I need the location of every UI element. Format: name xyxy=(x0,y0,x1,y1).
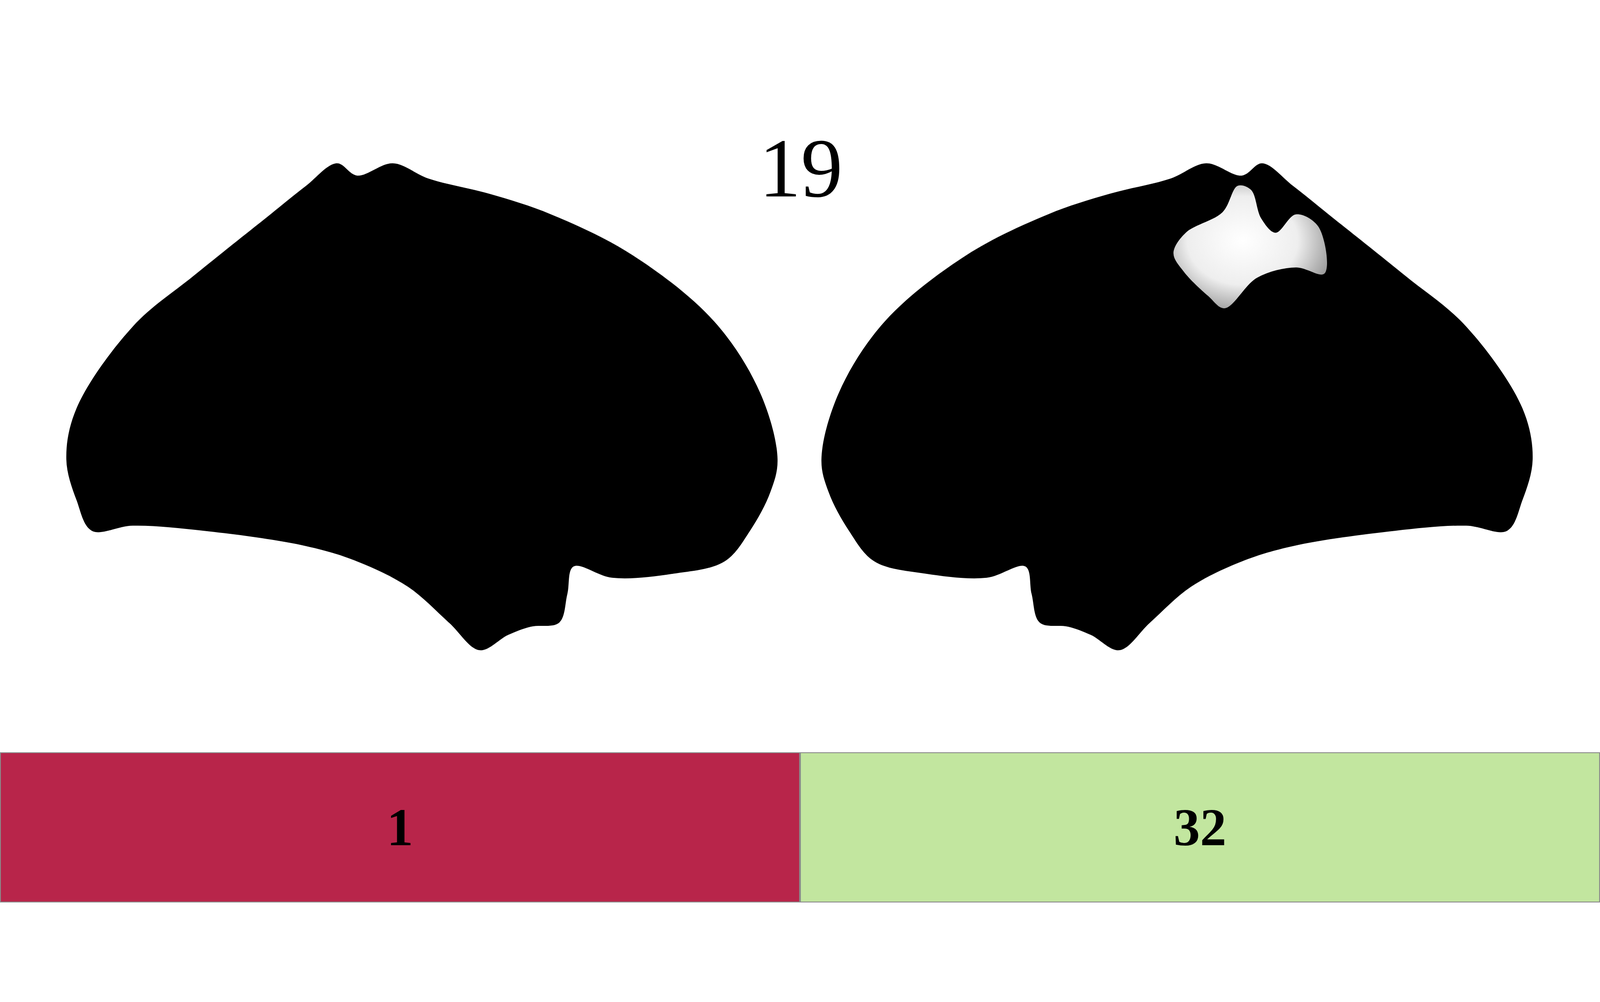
left-hemisphere xyxy=(66,163,778,651)
right-hemisphere xyxy=(821,163,1533,651)
color-bar: 32 xyxy=(800,752,1600,903)
title: 19 xyxy=(759,120,843,217)
bar-value: 1 xyxy=(387,796,414,858)
color-bar: 1 xyxy=(0,752,800,903)
highlighted-region xyxy=(1173,185,1328,309)
bar-value: 32 xyxy=(1173,796,1227,858)
